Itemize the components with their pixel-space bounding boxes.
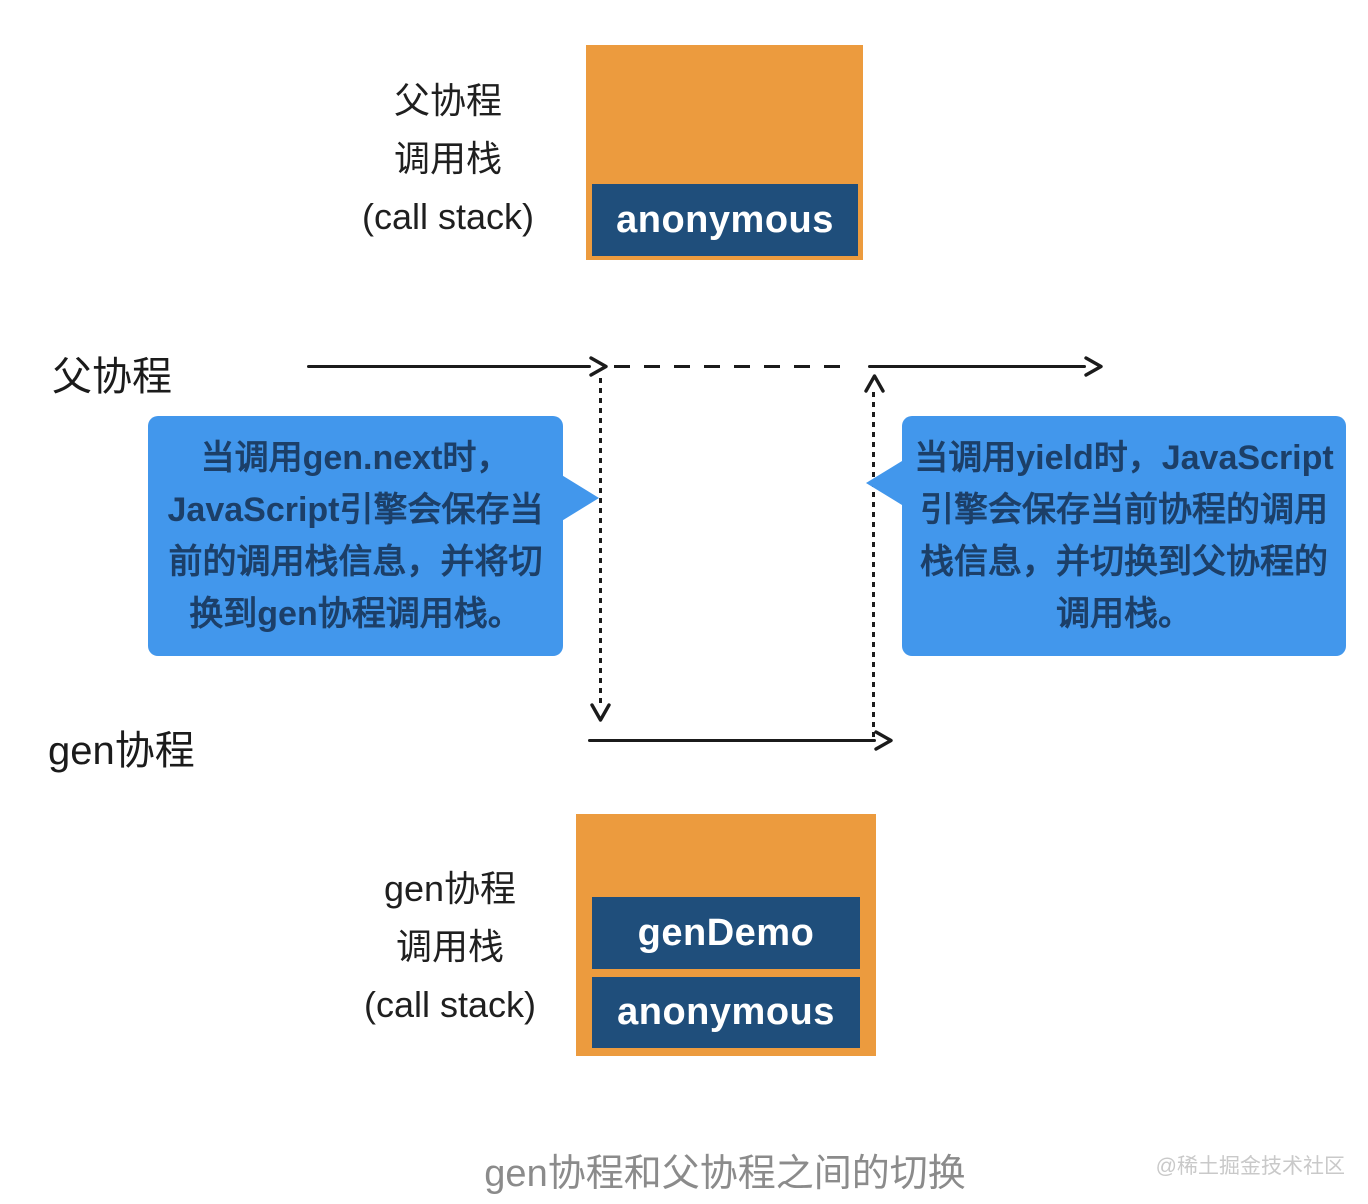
gen-callstack-label-line: gen协程 [383, 868, 517, 909]
gen-callstack-label: gen协程 调用栈 (call stack) [300, 860, 600, 1034]
arrowhead-right-icon [589, 356, 608, 377]
gen-callstack-label-line: 调用栈 [395, 926, 504, 967]
gen-timeline-label: gen协程 [48, 729, 195, 773]
arrowhead-right-icon [874, 730, 893, 751]
arrowhead-down-icon [590, 703, 611, 722]
bubble-text-line: 换到gen协程调用栈。 [189, 595, 522, 633]
stack-frame-anonymous: anonymous [592, 977, 860, 1048]
switch-to-parent-dotted-line [872, 392, 875, 740]
arrowhead-right-icon [1084, 356, 1103, 377]
bubble-text-line: JavaScript引擎会保存当 [167, 491, 544, 529]
parent-callstack-label-line: 调用栈 [393, 138, 502, 179]
yield-note-bubble: 当调用yield时，JavaScript 引擎会保存当前协程的调用 栈信息，并切… [902, 416, 1346, 656]
bubble-text-line: 栈信息，并切换到父协程的 [920, 543, 1328, 581]
bubble-pointer-left-icon [866, 461, 902, 505]
gen-timeline-solid-line [588, 739, 876, 742]
stack-frame-gendemo: genDemo [592, 897, 860, 969]
parent-timeline-dashed-line [614, 365, 854, 368]
bubble-text-line: 引擎会保存当前协程的调用 [920, 491, 1328, 529]
switch-to-gen-dotted-line [599, 378, 602, 704]
bubble-text-line: 当调用yield时，JavaScript [914, 439, 1334, 477]
bubble-text-line: 前的调用栈信息，并将切 [168, 543, 543, 581]
arrowhead-up-icon [864, 374, 885, 393]
gen-next-note-bubble: 当调用gen.next时， JavaScript引擎会保存当 前的调用栈信息，并… [148, 416, 563, 656]
watermark: @稀土掘金技术社区 [1155, 1155, 1345, 1178]
parent-callstack-label: 父协程 调用栈 (call stack) [298, 72, 598, 246]
bubble-text-line: 当调用gen.next时， [200, 439, 511, 477]
parent-callstack-box: anonymous [586, 45, 863, 260]
gen-callstack-label-line: (call stack) [363, 984, 537, 1025]
parent-timeline-solid-line-1 [307, 365, 591, 368]
diagram-caption: gen协程和父协程之间的切换 [484, 1153, 966, 1195]
parent-callstack-label-line: 父协程 [393, 80, 502, 121]
gen-callstack-box: genDemo anonymous [576, 814, 876, 1056]
parent-callstack-label-line: (call stack) [361, 196, 535, 237]
stack-frame-anonymous: anonymous [592, 184, 858, 256]
bubble-text-line: 调用栈。 [1056, 595, 1192, 633]
bubble-pointer-right-icon [560, 474, 599, 522]
parent-timeline-solid-line-2 [868, 365, 1086, 368]
parent-timeline-label: 父协程 [52, 355, 172, 399]
